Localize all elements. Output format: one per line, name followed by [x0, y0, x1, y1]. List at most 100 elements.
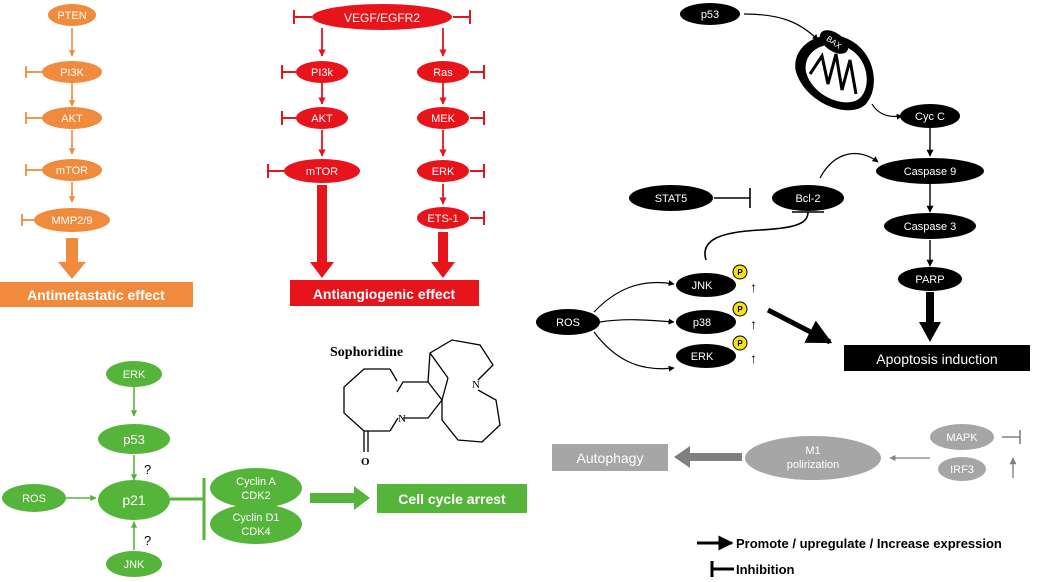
- node-erk-apop-label: ERK: [691, 351, 714, 363]
- node-akt-label: AKT: [61, 113, 83, 125]
- red-effect-arrow-left: [310, 185, 334, 278]
- arrow-mito-cycc: [871, 103, 903, 120]
- node-stat5-label: STAT5: [655, 193, 688, 205]
- apoptosis-inhibition-marks: [704, 188, 824, 261]
- arrow-p53-bax: [743, 13, 819, 41]
- node-caspase9-label: Caspase 9: [904, 166, 957, 178]
- node-p53-apop: [680, 3, 740, 25]
- phospho-p38-badge: [732, 301, 748, 317]
- arrow-ros-p38: [599, 318, 675, 325]
- node-p53-apop-label: p53: [701, 9, 719, 21]
- node-ros-green: [2, 484, 66, 512]
- phospho-erk-badge: [732, 335, 748, 351]
- node-akt-red-label: AKT: [311, 113, 333, 125]
- arrow-bcl2-casp9: [819, 153, 879, 179]
- node-akt: [42, 107, 102, 129]
- cell-cycle-box: [377, 484, 527, 513]
- node-cyclin-a-line1: Cyclin A: [236, 476, 276, 488]
- p38-up-arrow: ↑: [750, 316, 757, 332]
- node-erk-green: [106, 361, 162, 387]
- node-pi3k-red: [296, 61, 348, 83]
- molecule-n-label-2: N: [472, 379, 480, 391]
- mapk-inhibition-mark: [1002, 430, 1021, 444]
- cell-cycle-label: Cell cycle arrest: [398, 491, 506, 507]
- node-mmp: [34, 208, 110, 232]
- apoptosis-box: [844, 345, 1030, 371]
- node-mapk: [930, 424, 994, 450]
- autophagy-label: Autophagy: [577, 450, 644, 466]
- node-jnk-apop: [676, 273, 736, 297]
- phospho-p38-label: P: [737, 305, 743, 314]
- node-p38-apop: [676, 310, 736, 334]
- node-mek: [417, 107, 469, 129]
- legend-promote-label: Promote / upregulate / Increase expressi…: [736, 536, 1002, 551]
- node-stat5: [629, 185, 713, 211]
- node-p21: [98, 480, 170, 520]
- node-caspase3-label: Caspase 3: [904, 221, 957, 233]
- arrow-m1-autophagy: [674, 446, 742, 468]
- apoptosis-label: Apoptosis induction: [876, 351, 997, 367]
- pten-up-arrow: ↑: [90, 7, 97, 22]
- node-p21-label: p21: [122, 492, 146, 508]
- node-mtor-red-label: mTOR: [306, 166, 338, 178]
- node-cyclin-a-line2: CDK2: [241, 490, 270, 502]
- node-ros-apop-label: ROS: [556, 317, 580, 329]
- node-ros-apop: [536, 309, 600, 335]
- node-caspase9: [876, 158, 984, 184]
- molecule-bonds: [343, 339, 501, 452]
- node-parp: [898, 267, 962, 291]
- node-bax: [819, 30, 849, 54]
- node-m1-line2: polirization: [787, 459, 840, 471]
- question-p53-p21: ?: [144, 462, 151, 477]
- node-m1: [745, 436, 881, 480]
- legend-inhibition-label: Inhibition: [736, 562, 795, 577]
- jnk-up-arrow: ↑: [750, 279, 757, 295]
- arrow-mapk-apoptosis: [766, 307, 833, 345]
- antimetastatic-label: Antimetastatic effect: [27, 287, 165, 303]
- question-jnk-p21: ?: [144, 533, 151, 548]
- sophoridine-title: Sophoridine: [330, 345, 403, 360]
- antiangiogenic-box: [290, 280, 479, 306]
- phospho-erk-label: P: [737, 339, 743, 348]
- antiangiogenic-label: Antiangiogenic effect: [313, 286, 456, 302]
- node-jnk-green: [106, 551, 162, 577]
- node-pten: [48, 4, 96, 26]
- p21-inhibition-mark: [170, 478, 206, 540]
- apoptosis-pathway: BAX p53 Cyc C Caspase 9 Caspase 3 PARP S…: [536, 3, 1030, 372]
- node-pi3k-red-label: PI3k: [311, 67, 334, 79]
- node-erk-red-label: ERK: [432, 166, 455, 178]
- node-cyclin-d1-line1: Cyclin D1: [232, 512, 279, 524]
- phospho-jnk-label: P: [737, 268, 743, 277]
- red-effect-arrow-right: [431, 232, 455, 278]
- legend: Promote / upregulate / Increase expressi…: [697, 535, 1002, 577]
- node-p38-apop-label: p38: [693, 317, 711, 329]
- molecule-o-label: O: [361, 456, 370, 468]
- node-parp-label: PARP: [915, 274, 944, 286]
- orange-effect-arrow: [58, 238, 86, 279]
- node-ets1-label: ETS-1: [427, 213, 458, 225]
- node-ras: [417, 61, 469, 83]
- node-cycc: [900, 104, 960, 128]
- molecule-n-label-1: N: [398, 413, 406, 425]
- autophagy-pathway: Autophagy M1 polirization MAPK IRF3: [552, 424, 1021, 481]
- node-ras-label: Ras: [433, 67, 453, 79]
- node-cyclin-d1: [210, 504, 302, 544]
- red-inhibition-marks: [267, 10, 485, 225]
- node-bcl2: [772, 185, 844, 211]
- node-vegf-egfr2: [312, 4, 452, 30]
- cell-cycle-pathway: ? ? ERK p53 ROS p21 JNK Cyclin A CDK2 Cy…: [2, 361, 527, 577]
- node-mtor-red: [284, 159, 360, 183]
- node-cycc-label: Cyc C: [915, 111, 945, 123]
- node-vegf-egfr2-label: VEGF/EGFR2: [344, 11, 420, 25]
- erk-up-arrow: ↑: [750, 350, 757, 366]
- node-erk-green-label: ERK: [123, 369, 146, 381]
- node-erk-apop: [676, 344, 736, 368]
- phospho-jnk-badge: [732, 264, 748, 280]
- node-irf3-label: IRF3: [950, 464, 974, 476]
- node-erk-red: [417, 160, 469, 182]
- node-akt-red: [296, 107, 348, 129]
- node-pi3k-label: PI3K: [60, 67, 85, 79]
- node-jnk-green-label: JNK: [124, 559, 145, 571]
- node-cyclin-d1-line2: CDK4: [241, 526, 270, 538]
